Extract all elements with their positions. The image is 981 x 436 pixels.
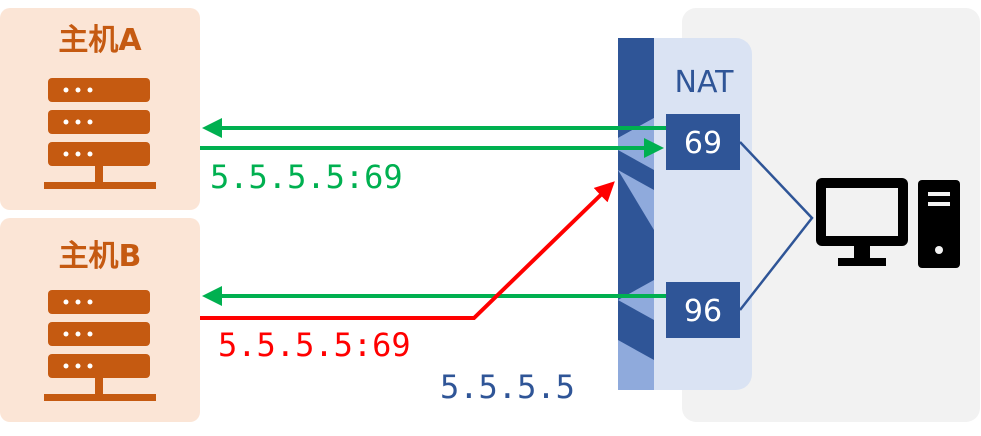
nat-device: NAT 69 96 xyxy=(618,38,752,390)
nat-notch xyxy=(618,280,654,320)
nat-notch xyxy=(618,340,654,390)
nat-notch xyxy=(618,170,654,230)
server-icon xyxy=(44,290,156,401)
host-b-label: 主机B xyxy=(59,239,142,274)
host-b-address: 5.5.5.5:69 xyxy=(218,326,411,364)
nat-label: NAT xyxy=(675,65,735,100)
port-label-96: 96 xyxy=(684,294,722,329)
server-icon xyxy=(44,78,156,189)
host-a-label: 主机A xyxy=(58,23,142,58)
host-a-address: 5.5.5.5:69 xyxy=(210,158,403,196)
port-box-69 xyxy=(666,114,740,170)
lan-links xyxy=(739,141,814,311)
flow-arrow-from-host-b xyxy=(200,181,615,320)
host-b: 主机B xyxy=(0,218,200,422)
nat-public-ip: 5.5.5.5 xyxy=(440,368,575,406)
port-box-96 xyxy=(666,282,740,338)
computer-icon xyxy=(816,178,960,268)
port-label-69: 69 xyxy=(684,126,722,161)
host-a: 主机A xyxy=(0,8,200,210)
